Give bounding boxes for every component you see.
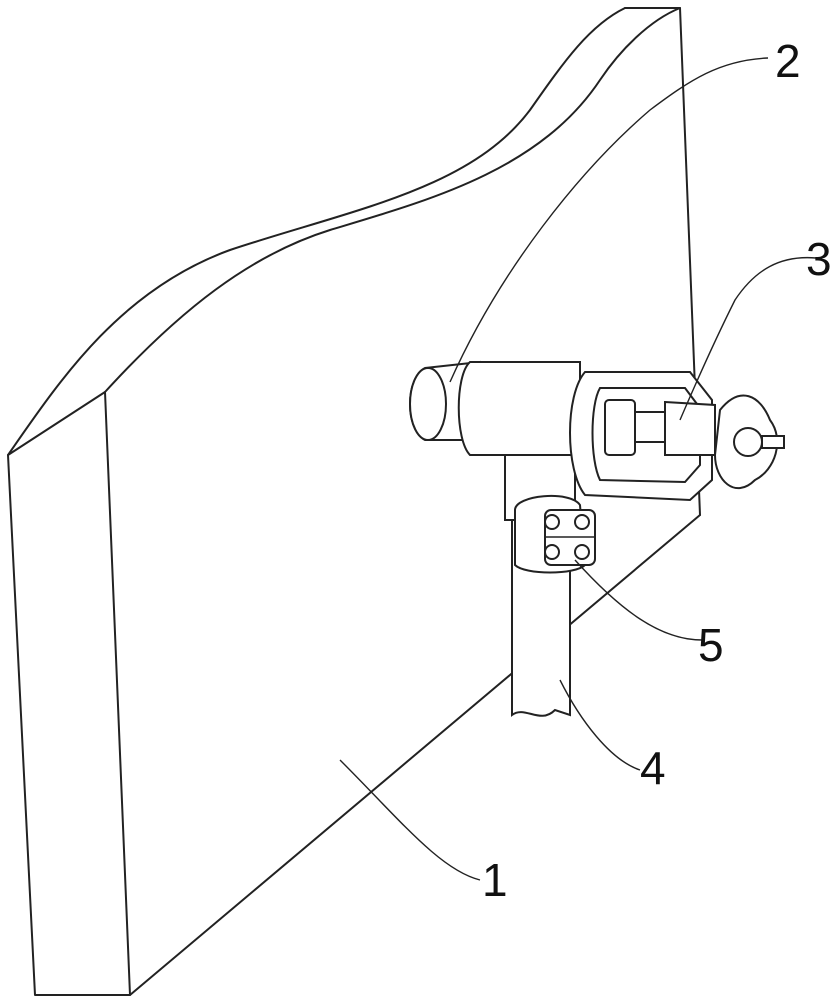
valve <box>570 372 784 500</box>
wall-top-edge-front <box>105 8 680 392</box>
label-3: 3 <box>806 236 832 282</box>
wall-panel <box>8 8 700 995</box>
label-5: 5 <box>698 622 724 668</box>
pipe-clamp <box>515 496 595 573</box>
label-1: 1 <box>482 857 508 903</box>
label-4: 4 <box>640 745 666 791</box>
wall-side-face <box>8 392 130 995</box>
label-2: 2 <box>775 38 801 84</box>
